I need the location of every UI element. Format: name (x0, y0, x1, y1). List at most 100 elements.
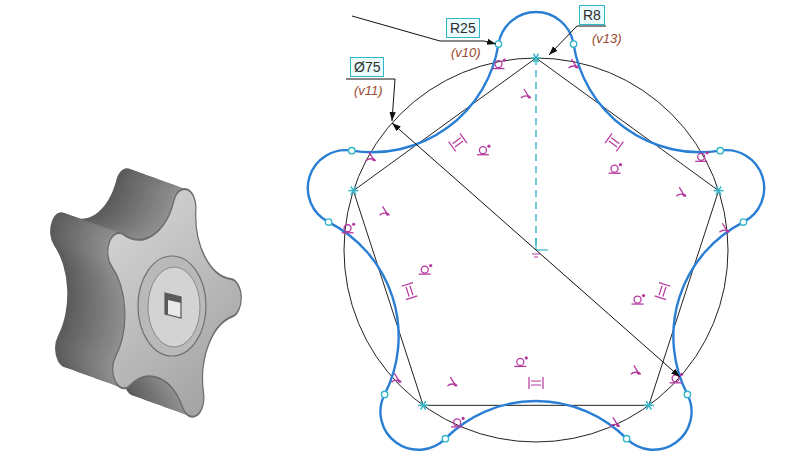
vertex-mark (646, 401, 651, 410)
constraint-glyph (517, 358, 524, 365)
vertex-mark (534, 54, 539, 63)
constraint-dot (487, 145, 490, 148)
tangent-point (717, 147, 723, 153)
constraint-glyph (521, 89, 531, 98)
origin-axis (535, 238, 536, 250)
variable-name: (v11) (354, 83, 383, 98)
construction-circle (344, 58, 728, 442)
vertex-point (418, 401, 428, 410)
constraint-glyph (529, 377, 543, 389)
constraint-glyph (402, 283, 418, 300)
dimension-box: Ø75 (350, 57, 384, 77)
dimension-value: R25 (450, 20, 476, 36)
constraint-dot (503, 59, 506, 62)
tangent-point (495, 41, 501, 47)
tangent-constraint (342, 223, 356, 233)
constraint-dot (575, 66, 578, 69)
knob-render (31, 141, 253, 429)
constraint-glyph (655, 283, 671, 300)
constraint-glyph (569, 59, 579, 68)
origin-axis (536, 249, 548, 250)
constraint-glyph (495, 61, 502, 68)
leader-line (346, 79, 395, 121)
knob-hub-face (148, 267, 200, 347)
arc-constraint (676, 187, 686, 197)
constraint-glyph (670, 382, 682, 383)
diameter-line (392, 123, 680, 377)
vertex-mark (421, 401, 426, 410)
variable-tag: (v11) (354, 83, 383, 98)
tangent-point (570, 41, 576, 47)
tangent-constraint (609, 163, 623, 173)
constraint-dot (386, 213, 389, 216)
origin-mark (532, 254, 540, 257)
constraint-glyph (719, 223, 729, 232)
constraint-dot (528, 96, 531, 99)
constraint-dot (637, 372, 640, 375)
vertex-mark (351, 186, 356, 195)
star-profile (308, 12, 764, 450)
constraint-glyph (695, 161, 707, 162)
vertex-mark (534, 54, 539, 63)
square-hole-shadow (165, 293, 181, 314)
vertex-mark (351, 186, 356, 195)
dimension-value: Ø75 (354, 59, 380, 75)
constraint-dot (680, 373, 683, 376)
tangent-point (740, 219, 746, 225)
equal-constraint (529, 377, 543, 389)
constraint-dot (398, 380, 401, 383)
arc-constraint (631, 365, 641, 375)
vertex-point (531, 54, 541, 63)
leader-line (352, 16, 496, 44)
dimension-box: R8 (579, 5, 605, 25)
knob-front-face (89, 162, 254, 430)
arc-constraint (610, 417, 620, 427)
constraint-glyph (631, 365, 641, 374)
arc-constraint (380, 206, 390, 216)
dimension-value: R8 (583, 7, 601, 23)
variable-tag: (v13) (592, 31, 622, 46)
constraint-glyph (477, 154, 489, 155)
tangent-constraint (477, 145, 491, 155)
arc-constraint (521, 89, 531, 99)
variable-tag: (v10) (451, 45, 481, 60)
constraint-glyph (451, 426, 463, 427)
vertex-mark (421, 401, 426, 410)
dimension-leaders (346, 16, 680, 377)
sketch-geometry (308, 12, 764, 450)
constraint-glyph (610, 417, 620, 426)
square-hole (165, 293, 181, 318)
vertex-mark (716, 186, 721, 195)
vertex-point (348, 186, 358, 195)
vertex-point (644, 401, 654, 410)
constraint-dot (372, 158, 375, 161)
tangent-point (325, 219, 331, 225)
constraint-dot (683, 194, 686, 197)
arc-constraint (391, 373, 401, 383)
vertex-point (714, 186, 724, 195)
arc-constraint (447, 377, 457, 387)
constraint-glyph (609, 173, 621, 174)
tangent-point (684, 391, 690, 397)
cad-sketch (308, 12, 764, 450)
tangent-constraint (451, 417, 465, 427)
constraint-glyph (698, 153, 705, 160)
constraint-glyph (634, 296, 641, 303)
tangent-constraint (492, 59, 506, 69)
vertex-mark (716, 186, 721, 195)
constraint-dot (706, 151, 709, 154)
vertex-mark (646, 401, 651, 410)
constraint-glyph (380, 206, 390, 215)
constraint-glyph (632, 303, 644, 304)
centerline (535, 58, 536, 250)
constraint-glyph (449, 133, 467, 151)
equal-constraint (605, 133, 623, 151)
constraint-dot (462, 417, 465, 420)
constraint-dot (429, 264, 432, 267)
tangent-constraint (514, 356, 528, 366)
constraint-dot (619, 163, 622, 166)
tangent-point (442, 435, 448, 441)
constraint-dot (352, 223, 355, 226)
